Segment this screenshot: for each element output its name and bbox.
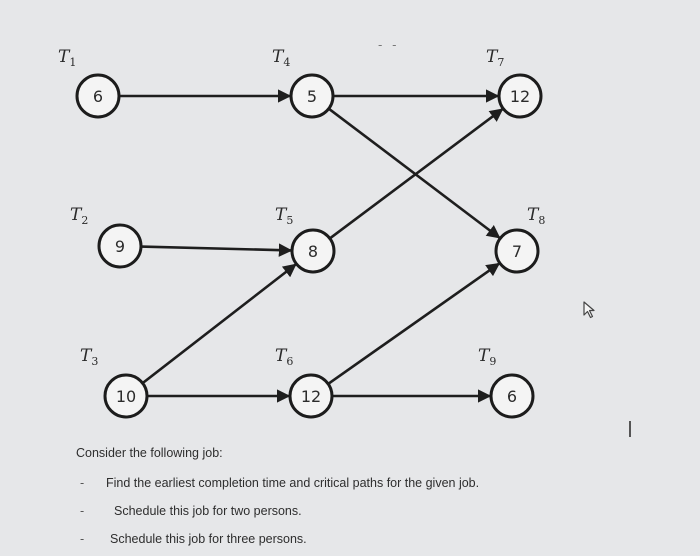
node-circle xyxy=(290,228,336,274)
bullet-dash: - xyxy=(80,504,85,518)
node-t8: 7 T8 xyxy=(494,205,545,274)
node-circle xyxy=(97,223,143,269)
node-circle xyxy=(489,373,535,419)
node-t5: 8 T5 xyxy=(275,205,336,274)
node-label: T8 xyxy=(527,205,545,227)
node-duration: 6 xyxy=(507,387,517,406)
edge-group xyxy=(119,89,504,403)
node-duration: 7 xyxy=(512,242,522,261)
node-duration: 10 xyxy=(116,387,136,406)
node-circle xyxy=(494,228,540,274)
node-duration: 12 xyxy=(301,387,321,406)
node-t6: 12 T6 xyxy=(275,346,334,419)
scan-mark: - - xyxy=(378,38,400,52)
node-label: T9 xyxy=(478,346,496,368)
node-t4: 5 T4 xyxy=(272,47,335,119)
node-duration: 6 xyxy=(93,87,103,106)
node-duration: 9 xyxy=(115,237,125,256)
node-t9: 6 T9 xyxy=(478,346,535,419)
node-label: T7 xyxy=(486,47,504,69)
node-t7: 12 T7 xyxy=(486,47,543,119)
node-duration: 5 xyxy=(307,87,317,106)
node-label: T5 xyxy=(275,205,293,227)
node-circle xyxy=(75,73,121,119)
node-label: T6 xyxy=(275,346,293,368)
node-circle xyxy=(288,373,334,419)
node-circle xyxy=(103,373,149,419)
task-item: - Schedule this job for two persons. xyxy=(80,504,479,519)
task-item: - Schedule this job for three persons. xyxy=(80,532,479,547)
task-list: - Find the earliest completion time and c… xyxy=(80,476,479,547)
task-text: Find the earliest completion time and cr… xyxy=(106,476,480,490)
node-circle xyxy=(497,73,543,119)
node-label: T1 xyxy=(58,47,76,69)
edge-t3-t5 xyxy=(141,263,297,385)
task-text: Schedule this job for three persons. xyxy=(110,532,307,546)
bullet-dash: - xyxy=(80,532,85,546)
task-item: - Find the earliest completion time and c… xyxy=(80,476,479,491)
node-circle xyxy=(289,73,335,119)
node-t2: 9 T2 xyxy=(70,205,143,269)
edge-t5-t7 xyxy=(329,108,504,240)
node-duration: 12 xyxy=(510,87,530,106)
text-cursor xyxy=(629,421,631,437)
edge-t2-t5 xyxy=(140,243,293,257)
edge-t6-t8 xyxy=(327,262,501,385)
node-label: T3 xyxy=(80,346,98,368)
mouse-pointer-icon xyxy=(583,301,595,319)
task-text: Schedule this job for two persons. xyxy=(114,504,302,518)
problem-intro: Consider the following job: xyxy=(76,446,223,460)
bullet-dash: - xyxy=(80,476,85,490)
node-label: T2 xyxy=(70,205,88,227)
edge-t4-t8 xyxy=(327,107,501,239)
node-label: T4 xyxy=(272,47,290,69)
node-duration: 8 xyxy=(308,242,318,261)
node-t1: 6 T1 xyxy=(58,47,121,119)
node-t3: 10 T3 xyxy=(80,346,149,419)
